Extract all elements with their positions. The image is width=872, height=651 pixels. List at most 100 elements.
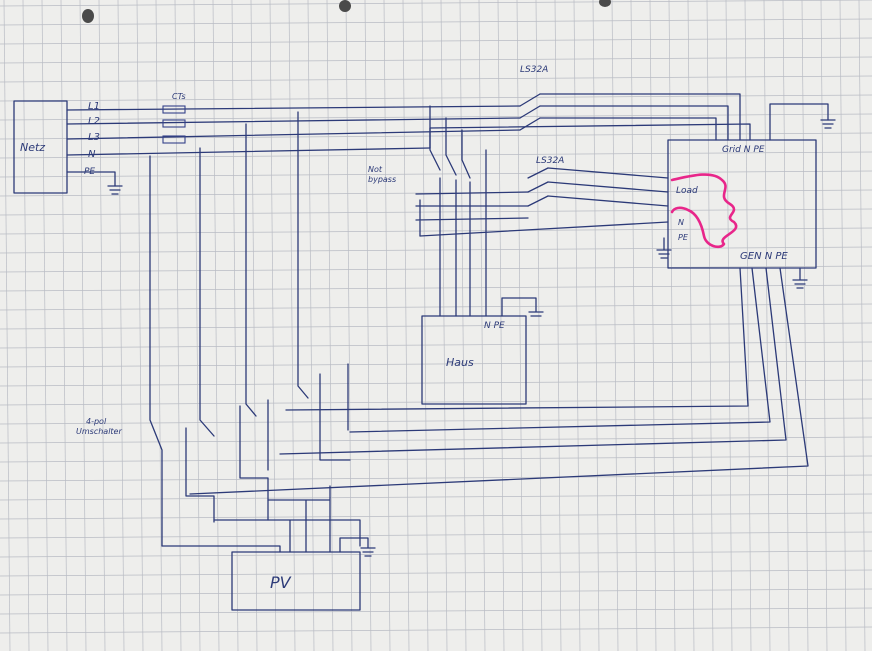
grid-line [212, 0, 220, 651]
haus-npe-label: N PE [484, 321, 505, 331]
grid-line [0, 322, 872, 330]
grid-port-label: Grid N PE [722, 145, 765, 155]
wire-netz-drop-4 [297, 111, 309, 399]
grid-line [801, 0, 809, 651]
grid-line [307, 0, 315, 651]
load-n-label: N [678, 218, 684, 227]
grid-line [250, 0, 258, 651]
wire-load-n [419, 221, 669, 237]
n-label: N [88, 149, 96, 160]
grid-line [0, 569, 872, 577]
ground-symbol [501, 297, 544, 317]
bypass-switch-contacts [429, 105, 471, 179]
grid-line [0, 588, 872, 596]
grid-line [0, 550, 872, 558]
grid-line [402, 0, 410, 651]
wire-grid-l2 [539, 105, 729, 141]
wire-grid-l1 [539, 93, 741, 141]
wire-netz-drop-2 [199, 147, 215, 437]
l2-label: L2 [88, 116, 100, 127]
umschalter-label-1: 4-pol [86, 417, 107, 426]
ct-l2 [162, 119, 186, 128]
inverter-box [667, 139, 817, 269]
grid-line [630, 0, 638, 651]
load-pe-label: PE [678, 233, 689, 242]
grid-line [0, 284, 872, 292]
grid-line [0, 398, 872, 406]
umschalter-contacts [185, 363, 351, 523]
binder-hole [82, 9, 94, 23]
grid-line [0, 436, 872, 444]
ground-symbol [107, 185, 123, 195]
grid-line [839, 0, 847, 651]
breaker-top-contacts [519, 93, 541, 131]
grid-line [0, 303, 872, 311]
ground-symbol [792, 267, 808, 289]
grid-line [193, 0, 201, 651]
grid-line [117, 0, 125, 651]
grid-line [592, 0, 600, 651]
wire-netz-drop-1 [149, 155, 163, 547]
grid-line [79, 0, 87, 651]
ct-l1 [162, 105, 186, 114]
grid-line [269, 0, 277, 651]
bypass-crossover-wires [415, 191, 529, 237]
load-label: Load [676, 186, 698, 196]
ls-top-label: LS32A [520, 65, 548, 75]
wires-to-haus [439, 149, 487, 317]
haus-box [421, 315, 527, 405]
wire-grid-pe [769, 103, 829, 141]
grid-line [345, 0, 353, 651]
ct-l3 [162, 135, 186, 144]
grid-line [136, 0, 144, 651]
grid-line [573, 0, 581, 651]
ground-symbol [339, 537, 376, 557]
grid-line [440, 0, 448, 651]
grid-line [155, 0, 163, 651]
grid-line [725, 0, 733, 651]
grid-line [0, 512, 872, 520]
wire-pe [66, 171, 116, 187]
wire-load-l2 [547, 181, 669, 193]
grid-line [0, 227, 872, 235]
grid-line [0, 151, 872, 159]
wire-netz-drop-3 [245, 123, 257, 417]
netz-box [13, 100, 68, 194]
grid-line [668, 0, 676, 651]
pv-box [231, 551, 361, 611]
grid-line [0, 626, 872, 634]
grid-line [782, 0, 790, 651]
grid-line [98, 0, 106, 651]
grid-line [0, 94, 872, 102]
wire-gen-l2 [349, 267, 771, 433]
grid-line [231, 0, 239, 651]
not-bypass-label-1: Not [368, 165, 383, 174]
umschalter-label-2: Umschalter [76, 427, 122, 436]
ground-symbol [656, 237, 672, 259]
grid-line [383, 0, 391, 651]
load-highlight [670, 173, 738, 249]
grid-line [364, 0, 372, 651]
grid-line [0, 493, 872, 501]
grid-line [0, 37, 872, 45]
wire-gen-l3 [279, 267, 787, 455]
breaker-mid-contacts [527, 167, 549, 207]
wire-gen-l1 [285, 267, 749, 411]
grid-line [0, 379, 872, 387]
wire-l3 [66, 129, 521, 140]
grid-line [0, 208, 872, 216]
cts-label: CTs [172, 92, 186, 101]
l1-label: L1 [88, 101, 100, 112]
pv-label: PV [270, 573, 292, 592]
grid-line [3, 0, 11, 651]
grid-line [0, 531, 872, 539]
grid-line [763, 0, 771, 651]
grid-line [0, 170, 872, 178]
grid-line [0, 75, 872, 83]
haus-label: Haus [446, 356, 474, 369]
grid-line [687, 0, 695, 651]
wire-l1 [66, 105, 521, 111]
